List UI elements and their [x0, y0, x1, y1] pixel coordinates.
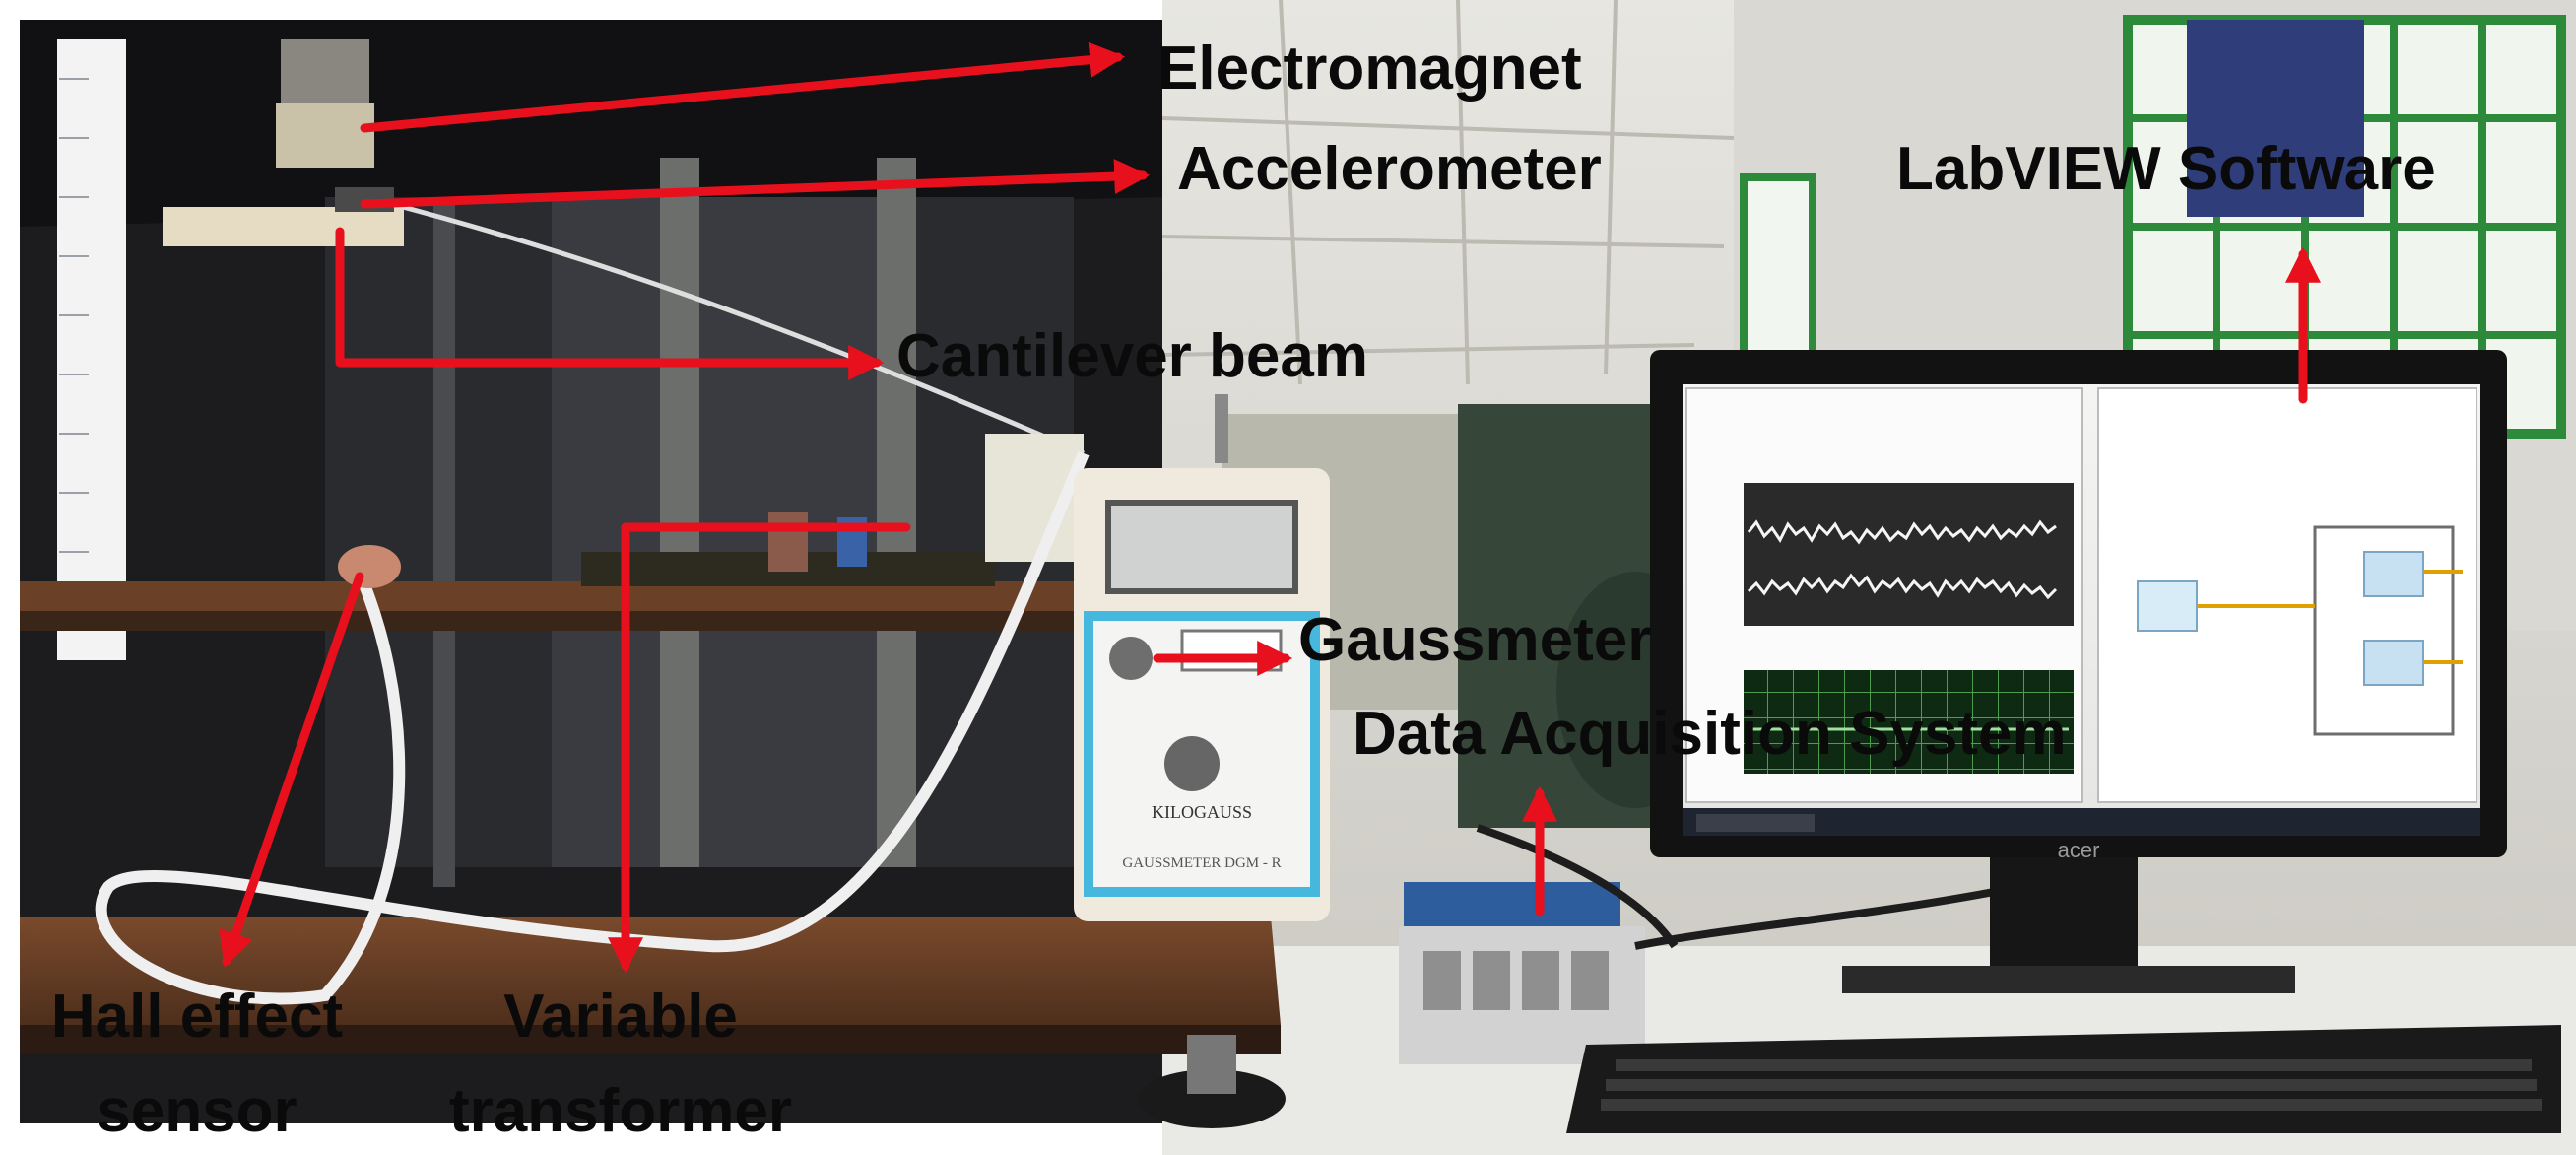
threaded-rod-left — [660, 158, 699, 867]
block-diagram-loop — [2313, 525, 2455, 736]
label-variable-line1: Variable — [503, 983, 738, 1051]
arrow-electromagnet — [360, 41, 1126, 133]
label-labview-software: LabVIEW Software — [1896, 135, 2436, 203]
keyboard — [1566, 1025, 2561, 1133]
daq-module — [1399, 824, 2020, 1064]
label-hall-effect-line2: sensor — [97, 1077, 297, 1145]
threaded-rod-right — [877, 158, 916, 867]
measuring-scale — [57, 39, 126, 660]
annotation-labels: Electromagnet Accelerometer Cantilever b… — [51, 34, 2436, 1145]
label-gaussmeter: Gaussmeter — [1298, 606, 1651, 674]
label-cantilever-beam: Cantilever beam — [896, 322, 1368, 390]
zero-knob — [1109, 637, 1153, 680]
notice-board — [2187, 20, 2364, 217]
rig-base — [20, 917, 1281, 1025]
gaussmeter-display — [1105, 500, 1298, 594]
hall-sensor-cable — [95, 450, 1090, 1005]
gaussmeter-unit-text: KILOGAUSS — [1152, 802, 1252, 822]
range-selector-knob — [1164, 736, 1220, 791]
ceiling-tiles — [1161, 0, 1735, 385]
monitor-stand — [1990, 857, 2138, 966]
computer-monitor: acer — [1650, 350, 2507, 993]
arrow-cantilever — [335, 227, 885, 380]
arrow-accelerometer — [360, 159, 1151, 209]
taskbar — [1683, 808, 2480, 836]
waveform-graph — [1744, 483, 2074, 626]
test-rig-frame — [20, 20, 1286, 1128]
arrow-hall-sensor — [219, 572, 364, 968]
gaussmeter-model-text: GAUSSMETER DGM - R — [1122, 855, 1281, 871]
label-accelerometer: Accelerometer — [1177, 135, 1602, 203]
arrow-variable-transformer — [608, 522, 911, 974]
gaussmeter-device: KILOGAUSS GAUSSMETER DGM - R — [1074, 394, 1330, 921]
electromagnet-body — [281, 39, 369, 108]
annotation-arrows — [219, 41, 2321, 974]
label-data-acquisition-system: Data Acquisition System — [1353, 700, 2067, 768]
label-variable-line2: transformer — [449, 1077, 792, 1145]
label-electromagnet: Electromagnet — [1157, 34, 1582, 102]
cantilever-beam — [163, 207, 404, 246]
label-hall-effect-line1: Hall effect — [51, 983, 343, 1051]
hall-sensor-probe — [338, 545, 401, 588]
